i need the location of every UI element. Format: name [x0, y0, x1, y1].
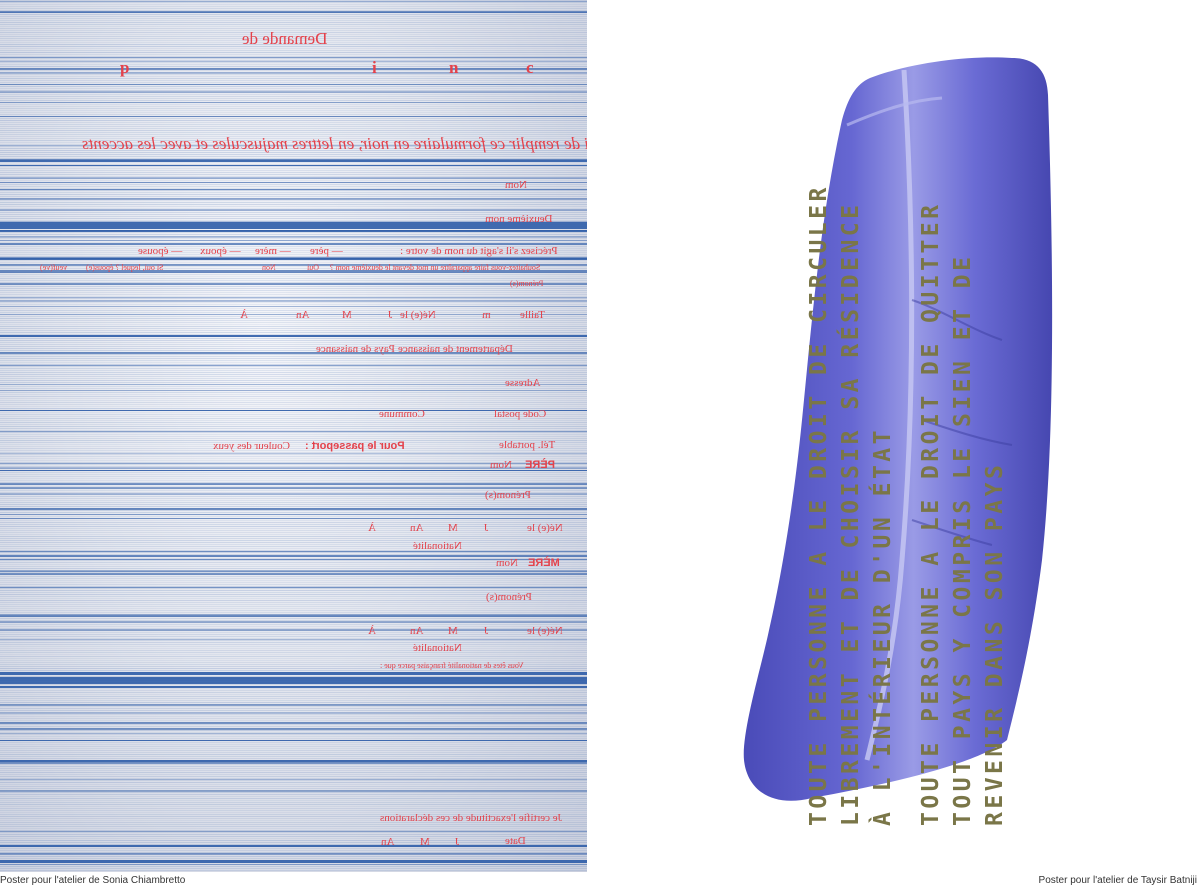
- stone-ridge: [864, 69, 915, 761]
- field-date-mois: M: [420, 836, 430, 848]
- field-date-annee: An: [381, 836, 395, 848]
- option-oui: Oui: [307, 263, 319, 272]
- text-line-4: TOUTE PERSONNE A LE DROIT DE QUITTER: [918, 201, 944, 827]
- text-line-2: LIBREMENT ET DE CHOISIR SA RÉSIDENCE: [838, 201, 864, 827]
- field-mere-jour: J: [484, 625, 489, 637]
- field-taille: Taille: [520, 309, 545, 321]
- form-letter-i: i: [372, 58, 377, 77]
- field-passeport: Pour le passeport :: [305, 440, 405, 452]
- field-departement: Département de naissance: [398, 343, 513, 355]
- text-line-3: À L'INTÉRIEUR D'UN ÉTAT: [870, 427, 896, 826]
- form-instruction: Merci de remplir ce formulaire en noir, …: [82, 134, 587, 153]
- option-pere: — père: [310, 245, 343, 257]
- field-jour: J: [388, 309, 393, 321]
- form-letter-c: c: [526, 58, 534, 77]
- field-a: À: [240, 309, 248, 321]
- left-poster: Demande de c n i p Merci de remplir ce f…: [0, 0, 587, 872]
- field-pere-nationalite: Nationalité: [413, 540, 462, 552]
- field-preciser: Précisez s'il s'agit du nom de votre :: [400, 245, 558, 257]
- right-poster: TOUTE PERSONNE A LE DROIT DE CIRCULER LI…: [612, 0, 1200, 872]
- field-mere-label: MÈRE: [528, 557, 560, 569]
- field-pere-prenoms: Prénom(s): [485, 489, 531, 501]
- field-taille-unit: m: [482, 309, 491, 321]
- field-mois: M: [342, 309, 352, 321]
- caption-right: Poster pour l'atelier de Taysir Batniji: [1038, 875, 1197, 886]
- field-mere-mois: M: [448, 625, 458, 637]
- field-pere-ne-le: Né(e) le: [527, 522, 563, 534]
- field-nom: Nom: [505, 179, 527, 191]
- field-vous-etes: Vous êtes de nationalité française parce…: [380, 661, 524, 670]
- form-letter-n: n: [449, 58, 459, 77]
- field-pere-label: PÈRE: [525, 459, 555, 471]
- field-pays: Pays de naissance: [316, 343, 395, 355]
- option-non: Non: [262, 263, 276, 272]
- field-adresse: Adresse: [505, 377, 541, 389]
- text-line-1: TOUTE PERSONNE A LE DROIT DE CIRCULER: [806, 184, 832, 826]
- text-line-5: TOUT PAYS Y COMPRIS LE SIEN ET DE: [950, 253, 976, 826]
- field-certifie: Je certifie l'exactitude de ces déclarat…: [380, 812, 562, 824]
- field-mere-ne-le: Né(e) le: [527, 625, 563, 637]
- field-date: Date: [505, 835, 526, 847]
- field-deuxieme-nom: Deuxième nom: [485, 213, 553, 225]
- field-date-jour: J: [455, 836, 460, 848]
- field-tel: Tél. portable: [499, 439, 556, 451]
- stone-body: [743, 57, 1053, 801]
- field-mere-prenoms: Prénom(s): [486, 591, 532, 603]
- field-pere-nom: Nom: [490, 459, 512, 471]
- field-pere-a: À: [368, 522, 376, 534]
- field-si-oui: Si oui, lequel ? épous(e): [86, 263, 164, 272]
- field-commune: Commune: [379, 408, 425, 420]
- caption-left: Poster pour l'atelier de Sonia Chiambret…: [0, 875, 186, 886]
- field-code-postal: Code postal: [494, 408, 547, 420]
- field-couleur-yeux: Couleur des yeux: [213, 440, 290, 452]
- option-epoux: — époux: [200, 245, 241, 257]
- field-mere-annee: An: [410, 625, 424, 637]
- field-pere-mois: M: [448, 522, 458, 534]
- field-mere-nationalite: Nationalité: [413, 642, 462, 654]
- field-souhaitez: Souhaitez-vous faire apparaître un mot d…: [330, 263, 541, 272]
- field-annee: An: [296, 309, 310, 321]
- field-mere-a: À: [368, 625, 376, 637]
- stone-image: [743, 57, 1053, 801]
- option-epouse: — épouse: [138, 245, 183, 257]
- field-prenoms: Prénom(s): [510, 279, 544, 288]
- form-title: Demande de: [242, 29, 328, 48]
- option-veuf: veuf(ve): [40, 263, 68, 272]
- text-line-6: REVENIR DANS SON PAYS: [982, 461, 1008, 826]
- field-ne-le: Né(e) le: [400, 309, 436, 321]
- field-pere-jour: J: [484, 522, 489, 534]
- field-pere-annee: An: [410, 522, 424, 534]
- mirrored-form: Demande de c n i p Merci de remplir ce f…: [0, 0, 587, 872]
- field-mere-nom: Nom: [496, 557, 518, 569]
- form-letter-p: p: [120, 58, 130, 77]
- option-mere: — mère: [255, 245, 291, 257]
- stripe-background: [0, 0, 587, 871]
